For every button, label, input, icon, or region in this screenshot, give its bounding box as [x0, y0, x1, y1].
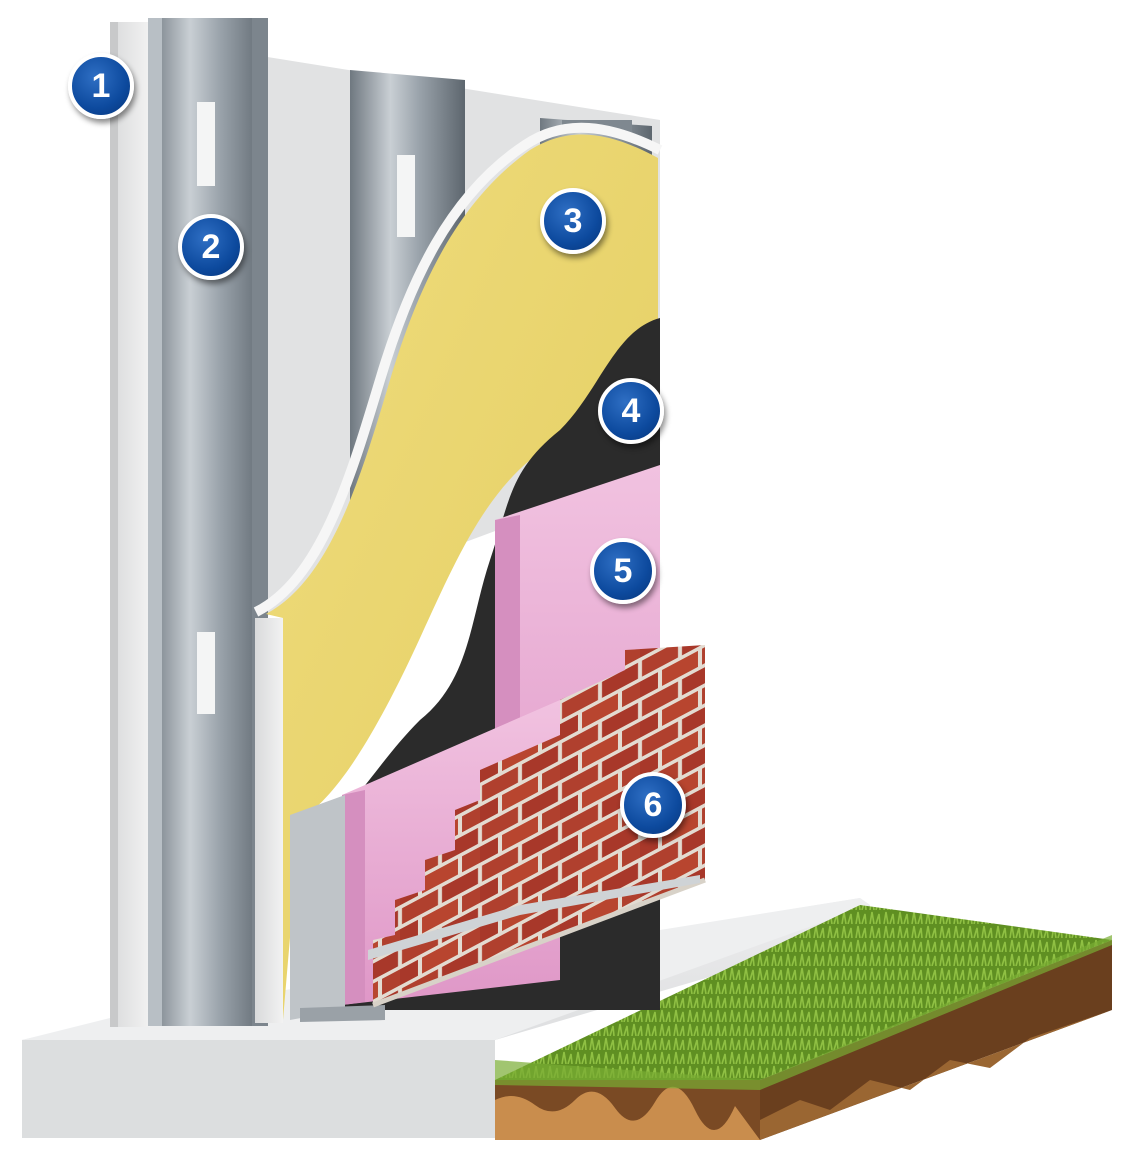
marker-3: 3	[540, 188, 606, 254]
marker-2: 2	[178, 214, 244, 280]
brick-veneer	[372, 645, 706, 1008]
marker-4: 4	[598, 378, 664, 444]
steel-stud-front	[148, 18, 268, 1026]
marker-5: 5	[590, 538, 656, 604]
grass-soil-block	[495, 905, 1112, 1140]
board-strip	[255, 618, 283, 1023]
interior-board	[110, 22, 150, 1027]
base-track	[290, 795, 385, 1022]
flashing	[368, 875, 700, 960]
marker-1: 1	[68, 53, 134, 119]
insulation-batt	[253, 122, 663, 1020]
marker-6: 6	[620, 772, 686, 838]
